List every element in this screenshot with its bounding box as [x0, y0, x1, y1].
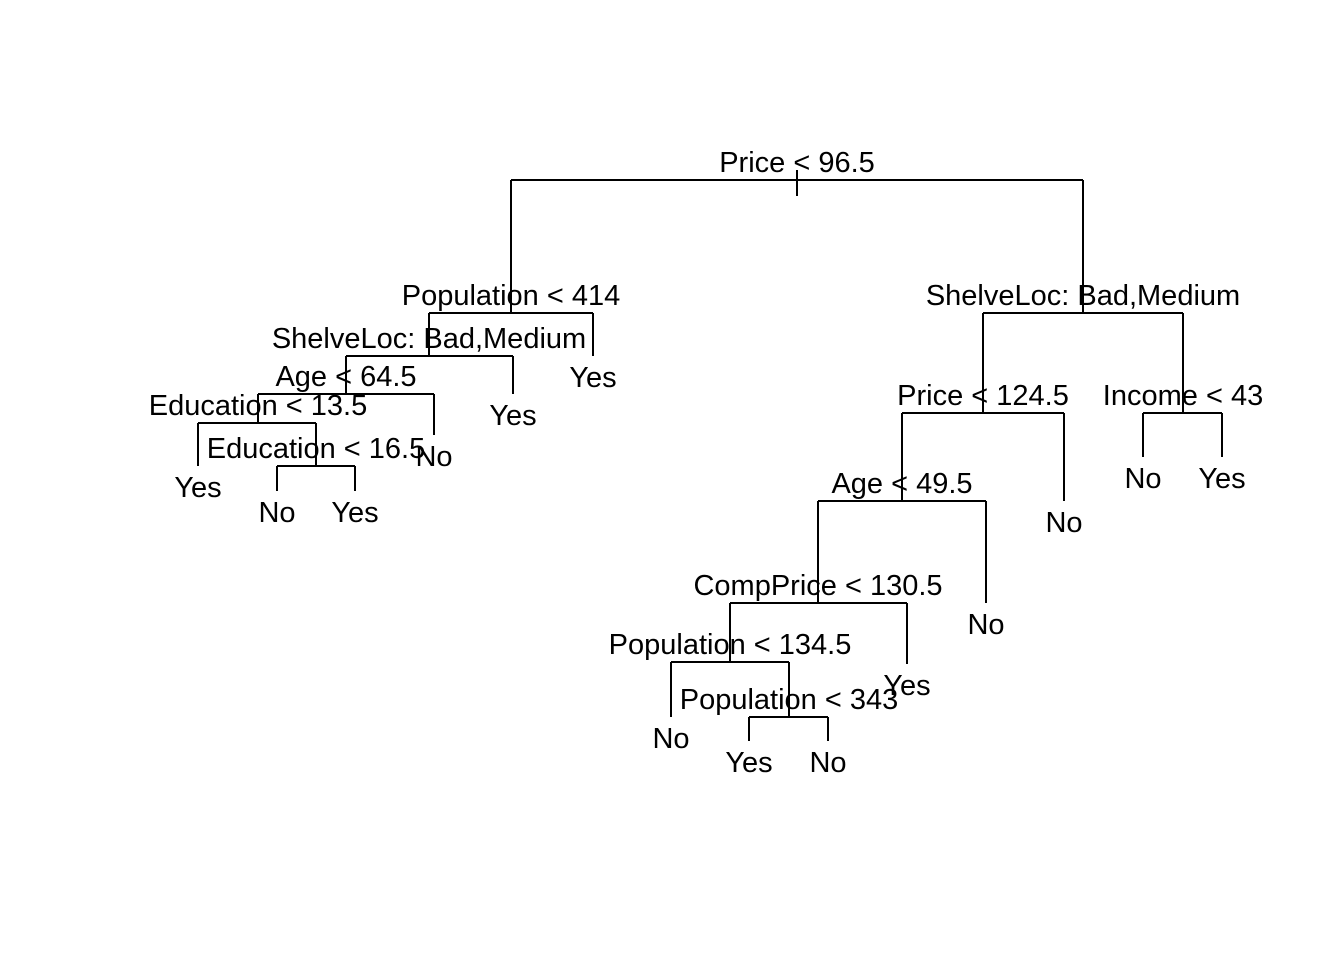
leaf-no-label: No: [1124, 463, 1161, 495]
split-label-age-49-5: Age < 49.5: [831, 468, 972, 500]
leaf-yes-label: Yes: [331, 497, 378, 529]
split-label-education-13-5: Education < 13.5: [149, 390, 367, 422]
leaf-yes-label: Yes: [569, 362, 616, 394]
leaf-no-label: No: [1045, 507, 1082, 539]
leaf-yes-label: Yes: [174, 472, 221, 504]
leaf-yes-label: Yes: [489, 400, 536, 432]
split-label-compprice-130-5: CompPrice < 130.5: [693, 570, 942, 602]
leaf-no-label: No: [258, 497, 295, 529]
split-label-income-43: Income < 43: [1103, 380, 1263, 412]
split-label-population-414: Population < 414: [402, 280, 621, 312]
tree-edges: [197, 170, 1223, 741]
split-label-shelveloc-bad-medium: ShelveLoc: Bad,Medium: [272, 323, 586, 355]
split-label-price-124-5: Price < 124.5: [897, 380, 1069, 412]
split-label-population-134-5: Population < 134.5: [609, 629, 852, 661]
leaf-no-label: No: [809, 747, 846, 779]
leaf-yes-label: Yes: [883, 670, 930, 702]
split-label-education-16-5: Education < 16.5: [207, 433, 425, 465]
split-label-price-96-5: Price < 96.5: [719, 147, 875, 179]
leaf-no-label: No: [967, 609, 1004, 641]
split-label-population-343: Population < 343: [680, 684, 899, 716]
leaf-yes-label: Yes: [725, 747, 772, 779]
leaf-yes-label: Yes: [1198, 463, 1245, 495]
split-label-age-64-5: Age < 64.5: [275, 361, 416, 393]
split-label-shelveloc-bad-medium: ShelveLoc: Bad,Medium: [926, 280, 1240, 312]
leaf-no-label: No: [652, 723, 689, 755]
leaf-no-label: No: [415, 441, 452, 473]
